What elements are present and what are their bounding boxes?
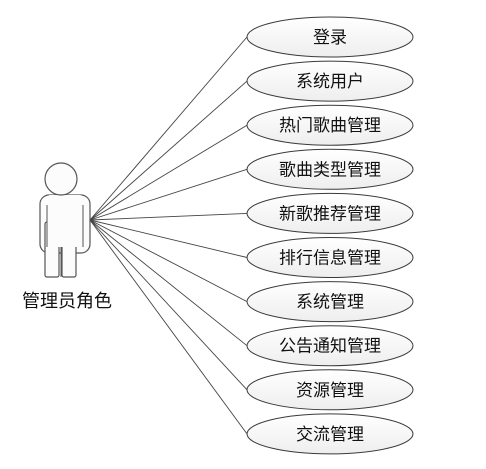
- association-line: [89, 168, 248, 221]
- use-case: 交流管理: [246, 413, 414, 455]
- use-case-label: 系统用户: [296, 72, 364, 92]
- actor-torso: [47, 195, 83, 247]
- use-case-label: 歌曲类型管理: [279, 160, 381, 180]
- association-line: [89, 36, 248, 221]
- use-case-ellipse: [246, 281, 414, 323]
- use-case-ellipse: [246, 148, 414, 190]
- use-case-ellipse: [246, 325, 414, 367]
- use-case: 新歌推荐管理: [246, 192, 414, 234]
- association-lines: [89, 36, 248, 435]
- use-case-label: 登录: [313, 28, 347, 48]
- use-case-label: 新歌推荐管理: [279, 204, 381, 224]
- association-line: [89, 124, 248, 221]
- use-case-ellipse: [246, 60, 414, 102]
- use-case-ellipse: [246, 413, 414, 455]
- association-line: [89, 80, 248, 221]
- association-line: [89, 219, 248, 347]
- actor-head: [44, 162, 78, 196]
- use-case-group: 登录系统用户热门歌曲管理歌曲类型管理新歌推荐管理排行信息管理系统管理公告通知管理…: [246, 16, 414, 455]
- use-case-label: 公告通知管理: [279, 337, 381, 357]
- actor-label: 管理员角色: [22, 291, 112, 312]
- use-case-label: 交流管理: [296, 425, 364, 445]
- use-case-ellipse: [246, 369, 414, 411]
- use-case-ellipse: [246, 192, 414, 234]
- association-line: [89, 219, 248, 258]
- use-case-label: 资源管理: [296, 381, 364, 401]
- use-case: 资源管理: [246, 369, 414, 411]
- use-case-label: 系统管理: [296, 293, 364, 313]
- use-case: 系统管理: [246, 281, 414, 323]
- use-case: 公告通知管理: [246, 325, 414, 367]
- use-case-ellipse: [246, 237, 414, 278]
- use-case: 系统用户: [246, 60, 414, 102]
- association-line: [89, 219, 248, 302]
- use-case: 歌曲类型管理: [246, 148, 414, 190]
- use-case-ellipse: [246, 104, 414, 146]
- use-case-label: 热门歌曲管理: [279, 116, 381, 136]
- use-case-label: 排行信息管理: [279, 249, 381, 269]
- association-line: [89, 219, 248, 391]
- use-case-ellipse: [246, 16, 414, 58]
- actor-figure: [39, 162, 91, 278]
- use-case: 登录: [246, 16, 414, 58]
- use-case: 热门歌曲管理: [246, 104, 414, 146]
- association-line: [89, 212, 248, 221]
- use-case: 排行信息管理: [246, 237, 414, 278]
- association-line: [89, 219, 248, 435]
